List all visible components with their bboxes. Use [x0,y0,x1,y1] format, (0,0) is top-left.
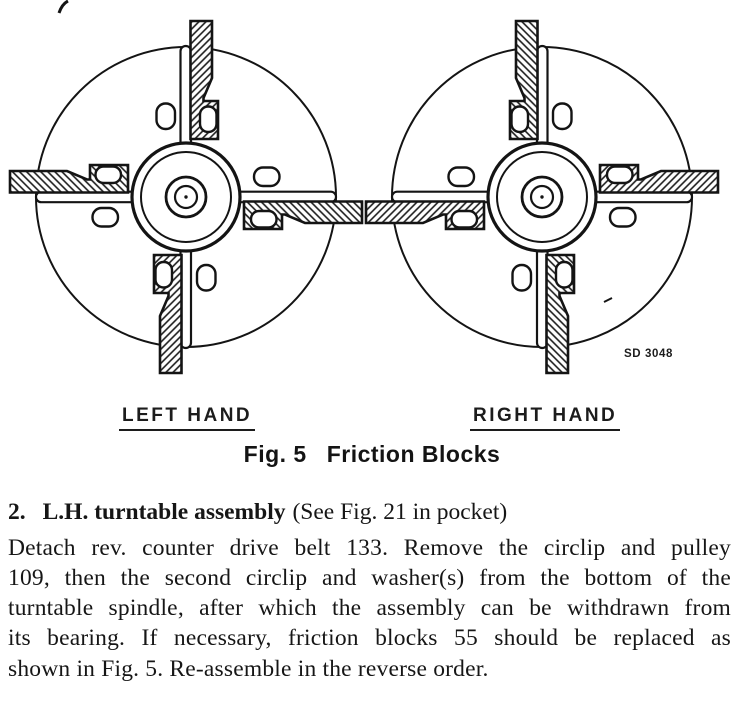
section-title: L.H. turntable assembly [42,499,286,525]
scan-artifact-top [57,0,69,14]
figure-caption: Fig. 5 Friction Blocks [0,441,744,468]
figure-title: Friction Blocks [326,441,501,467]
drawing-code: SD 3048 [624,348,673,360]
paragraph-line: 109, then the second circlip and washer(… [8,564,731,591]
right-hand-diagram [366,21,718,373]
label-right-hand: RIGHT HAND [470,405,621,431]
section-number: 2. [8,499,26,525]
friction-blocks-figure [0,0,744,398]
paragraph-line: turntable spindle, after which the assem… [8,595,731,622]
paragraph-line: shown in Fig. 5. Re-assemble in the reve… [8,655,489,682]
section-2: 2. L.H. turntable assembly(See Fig. 21 in… [8,497,731,684]
figure-number: Fig. 5 [243,441,307,467]
paragraph-line: Detach rev. counter drive belt 133. Remo… [8,534,731,561]
section-title-note: (See Fig. 21 in pocket) [292,499,508,525]
label-left-hand: LEFT HAND [119,405,256,431]
left-hand-diagram [10,21,362,373]
scan-artifact-right [603,297,613,303]
section-heading: 2. L.H. turntable assembly(See Fig. 21 in… [8,497,731,528]
paragraph-line: its bearing. If necessary, friction bloc… [8,625,731,652]
